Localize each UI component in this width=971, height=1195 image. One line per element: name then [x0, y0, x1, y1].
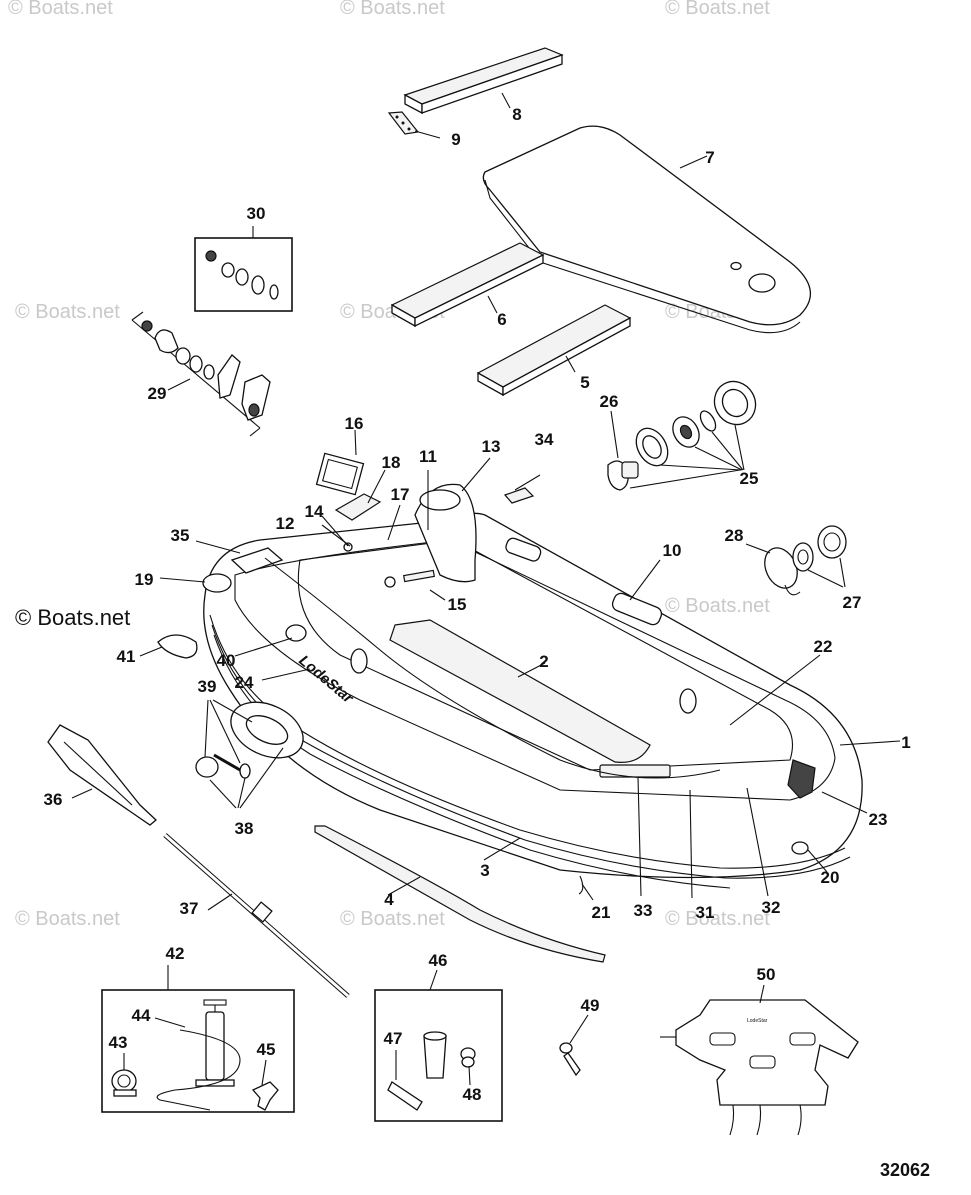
- callout-22: 22: [814, 637, 833, 656]
- callout-19: 19: [135, 570, 154, 589]
- part-cup: [423, 1031, 447, 1079]
- callout-5: 5: [580, 373, 589, 392]
- part-49-key: [559, 1042, 581, 1077]
- leader-lines: [71, 92, 901, 1086]
- callout-25: 25: [740, 469, 759, 488]
- apron-brand-text: LodeStar: [747, 1018, 768, 1024]
- callout-24: 24: [235, 673, 254, 692]
- part-47-glue: [387, 1081, 423, 1111]
- part-18-plate: [334, 493, 382, 521]
- callout-37: 37: [180, 899, 199, 918]
- callout-44: 44: [132, 1006, 151, 1025]
- watermark: © Boats.net: [665, 0, 770, 19]
- callout-38: 38: [235, 819, 254, 838]
- callout-35: 35: [171, 526, 190, 545]
- callout-39: 39: [198, 677, 217, 696]
- callout-15: 15: [448, 595, 467, 614]
- callout-11: 11: [419, 447, 437, 466]
- part-43-gauge: [111, 1069, 137, 1097]
- part-36-oar-blade: [47, 724, 157, 826]
- part-26-valve-cap: [607, 460, 639, 491]
- part-45-adapter: [251, 1081, 279, 1111]
- part-9-bracket: [387, 111, 420, 135]
- callout-45: 45: [257, 1040, 276, 1059]
- callout-8: 8: [512, 105, 521, 124]
- watermark: © Boats.net: [340, 908, 445, 930]
- callout-28: 28: [725, 526, 744, 545]
- watermark-main: © Boats.net: [15, 605, 130, 630]
- callout-47: 47: [384, 1029, 403, 1048]
- callout-9: 9: [451, 130, 460, 149]
- callout-33: 33: [634, 901, 653, 920]
- watermark: © Boats.net: [665, 908, 770, 930]
- part-16-patch: [315, 452, 365, 496]
- watermark: © Boats.net: [15, 301, 120, 323]
- callout-36: 36: [44, 790, 63, 809]
- callout-3: 3: [480, 861, 489, 880]
- callout-12: 12: [276, 514, 295, 533]
- callout-30: 30: [247, 204, 266, 223]
- callout-48: 48: [463, 1085, 482, 1104]
- part-30-seal-kit: [194, 237, 293, 312]
- figure-number: 32062: [880, 1160, 930, 1180]
- part-42-pump-kit: [101, 989, 295, 1113]
- callout-18: 18: [382, 453, 401, 472]
- part-6-floor-strip: [390, 242, 545, 328]
- callout-13: 13: [482, 437, 501, 456]
- callout-10: 10: [663, 541, 682, 560]
- part-50-apron: LodeStar: [660, 999, 859, 1136]
- callout-4: 4: [384, 890, 394, 909]
- part-8-floor-strip: [403, 47, 564, 115]
- logo-23: [787, 759, 816, 799]
- part-34-label: [503, 487, 535, 504]
- part-29-valve-assembly: [131, 311, 271, 437]
- part-44-pump: [156, 999, 241, 1111]
- watermark: © Boats.net: [15, 908, 120, 930]
- callout-21: 21: [592, 903, 611, 922]
- callout-40: 40: [217, 651, 236, 670]
- part-7-bow-floorboard: [482, 125, 812, 334]
- watermark: © Boats.net: [340, 0, 445, 19]
- part-46-repair-kit: [374, 989, 503, 1122]
- callout-26: 26: [600, 392, 619, 411]
- part-1-boat-hull: LodeStar: [202, 483, 863, 895]
- callout-6: 6: [497, 310, 506, 329]
- callout-labels: 8 9 7 30 29 6 5 16 18 11 13 34 26 25 17 …: [44, 105, 930, 1180]
- watermark: © Boats.net: [665, 595, 770, 617]
- callout-29: 29: [148, 384, 167, 403]
- callout-41: 41: [117, 647, 136, 666]
- callout-27: 27: [843, 593, 862, 612]
- part-27-drain-set: [784, 525, 847, 596]
- callout-16: 16: [345, 414, 364, 433]
- part-38-oarlock: [195, 701, 304, 779]
- callout-49: 49: [581, 996, 600, 1015]
- callout-50: 50: [757, 965, 776, 984]
- callout-7: 7: [705, 148, 714, 167]
- callout-17: 17: [391, 485, 410, 504]
- part-4-keel-strip: [314, 825, 606, 963]
- callout-1: 1: [901, 733, 910, 752]
- part-41-cover: [157, 634, 198, 659]
- callout-31: 31: [696, 903, 715, 922]
- callout-32: 32: [762, 898, 781, 917]
- part-37-oar-shaft: [163, 833, 350, 998]
- part-48-valve: [460, 1047, 476, 1068]
- callout-42: 42: [166, 944, 185, 963]
- callout-14: 14: [305, 502, 324, 521]
- callout-43: 43: [109, 1033, 128, 1052]
- callout-34: 34: [535, 430, 554, 449]
- callout-23: 23: [869, 810, 888, 829]
- callout-20: 20: [821, 868, 840, 887]
- callout-2: 2: [539, 652, 548, 671]
- callout-46: 46: [429, 951, 448, 970]
- part-25-valve-set: [635, 380, 757, 467]
- watermark: © Boats.net: [8, 0, 113, 19]
